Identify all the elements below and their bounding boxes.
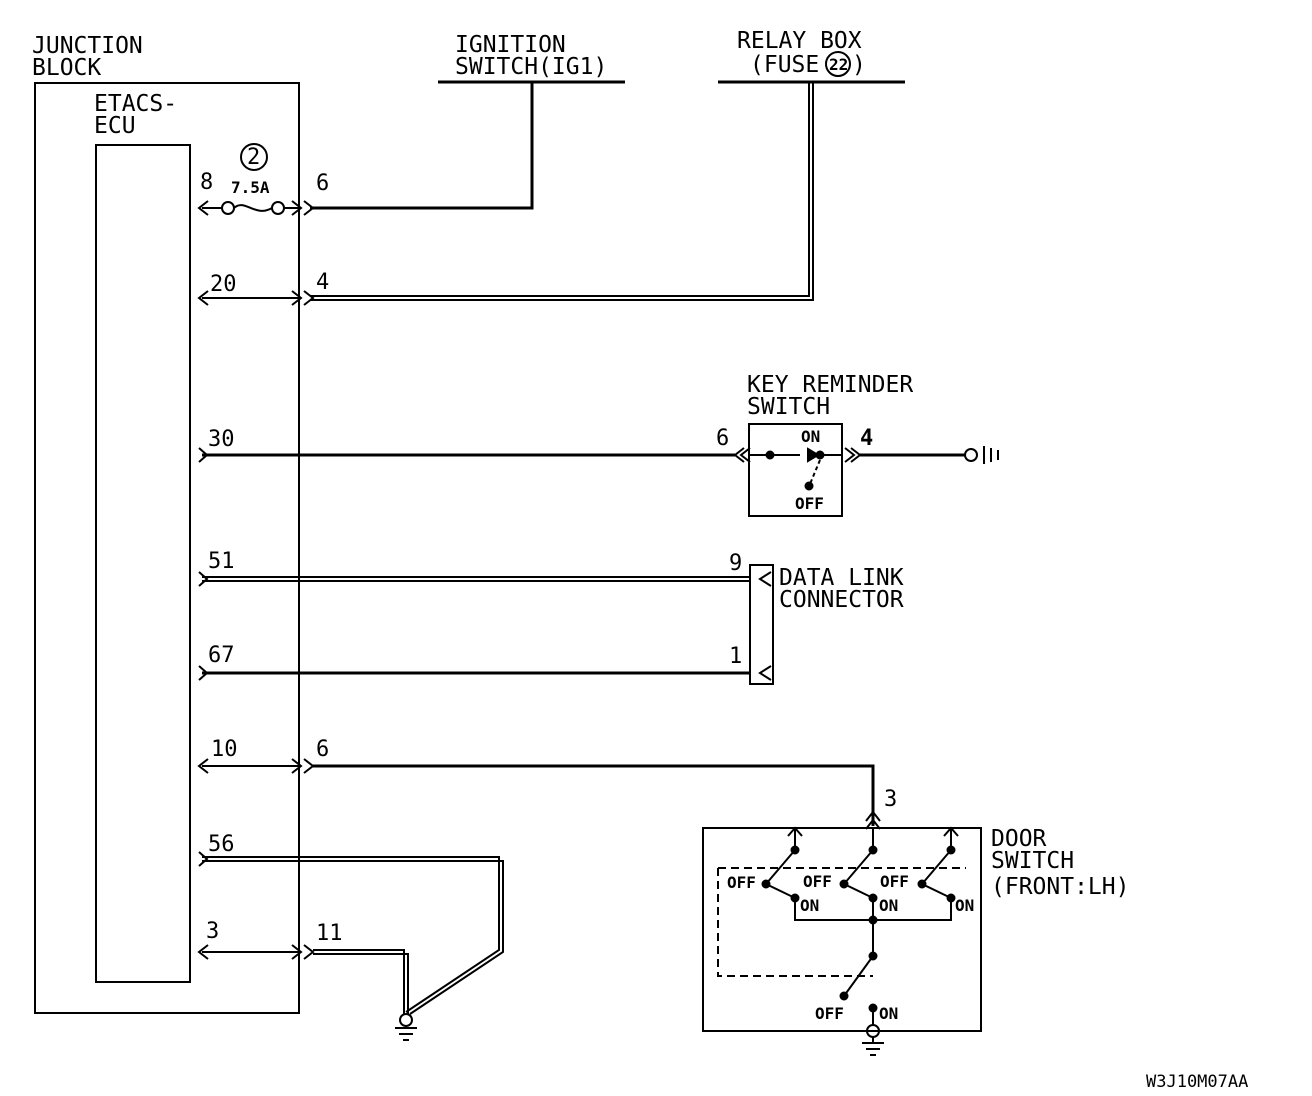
- pin-jb-6-low: 6: [316, 737, 329, 762]
- junction-block-label-2: BLOCK: [32, 55, 101, 81]
- fuse-rating: 7.5A: [231, 178, 270, 197]
- key-reminder-off: OFF: [795, 494, 824, 513]
- door-switch-label-3: (FRONT:LH): [991, 874, 1129, 900]
- ignition-switch-label-1: IGNITION: [455, 32, 566, 58]
- wire-ignition: [310, 82, 534, 210]
- wire-30: [198, 447, 751, 463]
- door-switch-on-3: ON: [955, 896, 974, 915]
- pin-ecu-56: 56: [208, 832, 235, 857]
- junction-block-label-1: JUNCTION: [32, 33, 143, 59]
- pin-ecu-67: 67: [208, 643, 235, 668]
- wire-51: [198, 571, 750, 587]
- door-switch-off-1: OFF: [727, 873, 756, 892]
- wire-10-door: [197, 758, 881, 830]
- relay-box-fuse-number: 22: [829, 55, 848, 74]
- data-link-label-1: DATA LINK: [779, 565, 904, 591]
- junction-block-box: [34, 82, 300, 1014]
- data-link-pin-a: 9: [729, 551, 742, 576]
- door-switch-off-bottom: OFF: [815, 1004, 844, 1023]
- pin-ecu-3: 3: [206, 919, 219, 944]
- pin-ecu-20: 20: [210, 272, 237, 297]
- data-link-connector: [749, 564, 774, 685]
- fuse-element: [197, 143, 315, 216]
- diagram-code: W3J10M07AA: [1146, 1072, 1248, 1092]
- door-switch-pin: 3: [884, 787, 897, 812]
- ground-symbol-jb: [395, 1013, 417, 1041]
- row-20-4: [197, 290, 315, 306]
- data-link-label-2: CONNECTOR: [779, 587, 904, 613]
- key-reminder-on: ON: [801, 427, 820, 446]
- relay-fuse-circle: [825, 51, 851, 77]
- pin-jb-6-top: 6: [316, 171, 329, 196]
- wire-56: [198, 851, 504, 1015]
- key-reminder-label-2: SWITCH: [747, 394, 830, 420]
- door-switch: [702, 826, 982, 1056]
- pin-ecu-8: 8: [200, 170, 213, 195]
- wire-3-11: [197, 944, 409, 1014]
- wire-67: [198, 665, 750, 681]
- pin-ecu-51: 51: [208, 549, 235, 574]
- data-link-pin-b: 1: [729, 644, 742, 669]
- fuse-number: 2: [247, 145, 260, 170]
- door-switch-label-2: SWITCH: [991, 848, 1074, 874]
- wire-relay-box: [310, 82, 814, 301]
- door-switch-on-bottom: ON: [879, 1004, 898, 1023]
- pin-ecu-10: 10: [211, 737, 238, 762]
- relay-box-label-1: RELAY BOX: [737, 28, 862, 54]
- etacs-ecu-box: [95, 144, 191, 983]
- door-switch-on-2: ON: [879, 896, 898, 915]
- door-switch-label-1: DOOR: [991, 826, 1047, 852]
- pin-jb-4: 4: [316, 270, 329, 295]
- door-switch-on-1: ON: [800, 896, 819, 915]
- door-switch-off-2: OFF: [803, 872, 832, 891]
- key-reminder-label-1: KEY REMINDER: [747, 372, 913, 398]
- key-reminder-pin-out: 4: [860, 426, 873, 451]
- door-switch-off-3: OFF: [880, 872, 909, 891]
- pin-ecu-30: 30: [208, 427, 235, 452]
- ecu-label-2: ECU: [94, 113, 136, 139]
- ignition-switch-label-2: SWITCH(IG1): [455, 54, 607, 80]
- pin-jb-11: 11: [316, 921, 343, 946]
- relay-box-label-2-prefix: (FUSE: [750, 52, 819, 78]
- relay-box-label-2-suffix: ): [852, 52, 866, 78]
- key-reminder-switch: [748, 423, 999, 517]
- ecu-label-1: ETACS-: [94, 91, 177, 117]
- key-reminder-pin-in: 6: [716, 426, 729, 451]
